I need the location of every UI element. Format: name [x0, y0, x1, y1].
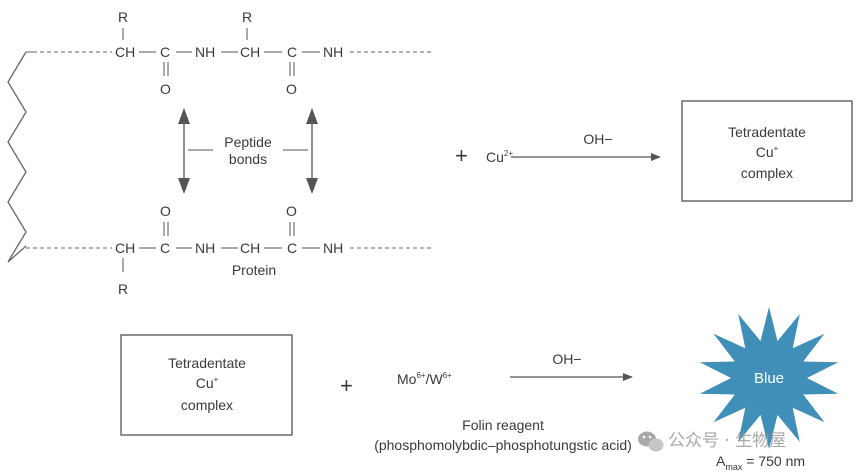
- r-group: R: [242, 9, 252, 25]
- product-line3: complex: [741, 165, 793, 181]
- reaction-1: + Cu2+ OH− Tetradentate Cu+ complex: [455, 100, 853, 202]
- oxygen: O: [286, 203, 297, 219]
- oxygen: O: [286, 81, 297, 97]
- peptide-bond-arrows: Peptide bonds: [178, 108, 318, 194]
- bottom-peptide-chain: O O CH C NH CH C NH R Protein: [26, 203, 432, 297]
- carbonyl-carbon: C: [160, 240, 170, 256]
- reaction-2: Tetradentate Cu+ complex + Mo6+/W6+ OH− …: [120, 307, 839, 472]
- watermark: 公众号 · 生物屋: [638, 431, 786, 452]
- reactant-line1: Tetradentate: [168, 355, 246, 371]
- nh-group: NH: [323, 240, 343, 256]
- reactant-box: [120, 334, 293, 436]
- ch-group: CH: [240, 240, 260, 256]
- product-line2: Cu+: [756, 144, 779, 160]
- blue-product-label: Blue: [754, 370, 784, 387]
- plus-sign: +: [340, 373, 353, 398]
- oxygen: O: [160, 81, 171, 97]
- r-group: R: [118, 281, 128, 297]
- ch-group: CH: [115, 240, 135, 256]
- top-peptide-chain: R CH C O NH R CH C O NH: [26, 9, 432, 97]
- folin-reagent-description: (phosphomolybdic–phosphotungstic acid): [374, 437, 632, 453]
- reactant-line3: complex: [181, 397, 233, 413]
- protein-chain-zigzag: [7, 51, 27, 263]
- peptide-bonds-label-line1: Peptide: [224, 134, 272, 150]
- nh-group: NH: [323, 44, 343, 60]
- hydroxide-condition: OH−: [583, 131, 612, 147]
- carbonyl-carbon: C: [287, 240, 297, 256]
- ch-group: CH: [240, 44, 260, 60]
- plus-sign: +: [455, 143, 468, 168]
- carbonyl-carbon: C: [160, 44, 170, 60]
- reactant-line2: Cu+: [196, 375, 219, 391]
- copper-ion: Cu2+: [486, 149, 513, 165]
- product-box: [681, 100, 853, 202]
- wechat-icon: [638, 431, 664, 452]
- oxygen: O: [160, 203, 171, 219]
- hydroxide-condition: OH−: [552, 351, 581, 367]
- carbonyl-carbon: C: [287, 44, 297, 60]
- product-line1: Tetradentate: [728, 124, 806, 140]
- blue-product-starburst: [699, 307, 839, 449]
- peptide-bonds-label-line2: bonds: [229, 151, 267, 167]
- nh-group: NH: [195, 240, 215, 256]
- ch-group: CH: [115, 44, 135, 60]
- watermark-text: 公众号 · 生物屋: [668, 431, 786, 451]
- r-group: R: [118, 9, 128, 25]
- protein-label: Protein: [232, 262, 276, 278]
- nh-group: NH: [195, 44, 215, 60]
- amax-label: Amax = 750 nm: [716, 453, 805, 472]
- mo-w-ions: Mo6+/W6+: [397, 371, 452, 387]
- folin-reagent-label: Folin reagent: [462, 417, 544, 433]
